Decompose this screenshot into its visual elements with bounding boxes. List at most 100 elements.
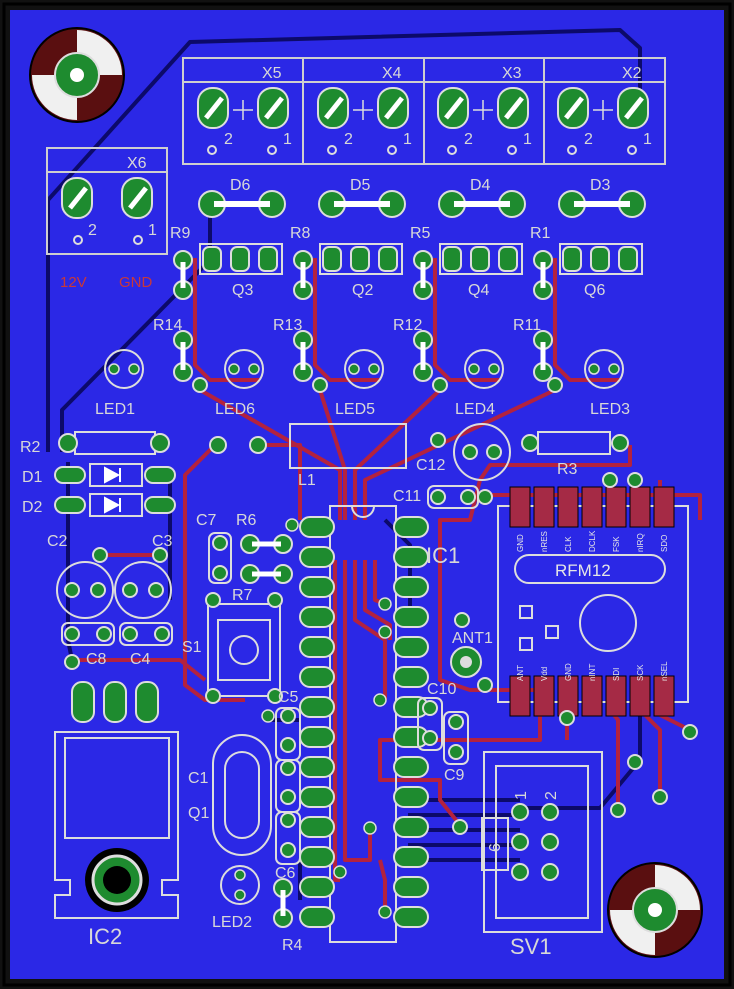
label-c3: C3 <box>152 533 173 550</box>
label-c2: C2 <box>47 533 68 550</box>
label-ic1: IC1 <box>426 543 460 568</box>
label-sv1: SV1 <box>510 934 552 959</box>
sv1-pin2: 2 <box>543 791 560 800</box>
mounting-hole-top-left <box>29 27 125 123</box>
connector-block-x <box>182 57 666 165</box>
rfm12-name: RFM12 <box>555 561 611 580</box>
connector-x6 <box>46 147 168 255</box>
label-c10: C10 <box>427 681 456 698</box>
terminal-screws-x6 <box>68 186 148 210</box>
connector-label-x6: X6 <box>127 155 147 172</box>
label-d3: D3 <box>590 177 611 194</box>
connector-label-x4: X4 <box>382 65 402 82</box>
label-r11: R11 <box>513 317 541 334</box>
rfm-bottom-pin-5: SCK <box>636 664 645 681</box>
label-r6: R6 <box>236 512 257 529</box>
rfm12-top-pin-labels: GND nRES CLK DCLK FSK nIRQ SDO <box>516 530 669 552</box>
label-r2: R2 <box>20 439 41 456</box>
x6-pin2: 2 <box>88 222 97 239</box>
rfm-top-pin-2: CLK <box>564 536 573 552</box>
label-r12: R12 <box>393 317 422 334</box>
c2-c3-outlines <box>56 561 172 619</box>
rfm-top-pin-6: SDO <box>660 535 669 552</box>
label-gnd: GND <box>119 274 153 291</box>
c12-outline <box>453 423 511 481</box>
x4-pin2: 2 <box>344 131 353 148</box>
label-c9: C9 <box>444 767 465 784</box>
label-d2: D2 <box>22 499 43 516</box>
sv1-pads <box>511 803 559 881</box>
mounting-hole-bottom-right <box>607 862 703 958</box>
junction-pads-led-row <box>192 377 563 393</box>
label-c11: C11 <box>393 488 421 505</box>
label-r3: R3 <box>557 461 578 478</box>
ic1-pads-left <box>299 516 335 928</box>
connector-label-x2: X2 <box>622 65 642 82</box>
label-led2: LED2 <box>212 914 252 931</box>
c5-c6-pads <box>280 708 296 858</box>
label-q4: Q4 <box>468 282 489 299</box>
resistor-bodies-mid <box>180 342 546 370</box>
rfm-top-pin-1: nRES <box>540 531 549 552</box>
rfm-bottom-pin-2: GND <box>564 663 573 681</box>
rfm-bottom-pin-4: SDI <box>612 668 621 681</box>
label-c8: C8 <box>86 651 107 668</box>
label-led4: LED4 <box>455 401 495 418</box>
x2-pin1: 1 <box>643 131 652 148</box>
label-q1: Q1 <box>188 805 209 822</box>
ant1-pad <box>450 646 482 678</box>
rfm12-top-pads <box>509 486 675 528</box>
rfm12-bottom-pin-labels: ANT Vdd GND nINT SDI SCK nSEL <box>516 661 669 681</box>
sv1-pin6: 6 <box>487 843 504 852</box>
x6-pin1: 1 <box>148 222 157 239</box>
x5-pin2: 2 <box>224 131 233 148</box>
rfm-bottom-pin-0: ANT <box>516 665 525 681</box>
transistor-pads <box>202 246 638 272</box>
r6-r7-bodies <box>252 541 281 577</box>
x3-pin2: 2 <box>464 131 473 148</box>
connector-label-x5: X5 <box>262 65 282 82</box>
l1-body <box>289 423 407 469</box>
sv1-body <box>481 751 603 933</box>
ic2-pads <box>71 681 159 723</box>
x3-pin1: 1 <box>523 131 532 148</box>
r3-pads <box>521 434 629 452</box>
rfm-top-pin-0: GND <box>516 534 525 552</box>
x5-pin1: 1 <box>283 131 292 148</box>
c8-c4-pads <box>64 626 170 670</box>
label-d1: D1 <box>22 469 43 486</box>
label-r8: R8 <box>290 225 311 242</box>
label-led6: LED6 <box>215 401 255 418</box>
label-q2: Q2 <box>352 282 373 299</box>
transistor-bodies <box>199 243 643 275</box>
c7-pads <box>212 535 228 581</box>
d1-d2-pads <box>54 466 176 514</box>
rfm-bottom-pin-6: nSEL <box>660 661 669 681</box>
label-l1: L1 <box>298 472 316 489</box>
diode-pads-top <box>198 190 646 218</box>
s1-pads <box>205 592 283 704</box>
label-led1: LED1 <box>95 401 135 418</box>
rfm-top-pin-5: nIRQ <box>636 533 645 552</box>
rfm12-vias <box>452 472 698 835</box>
c10-c9-bodies <box>417 697 469 765</box>
label-r4: R4 <box>282 937 303 954</box>
c7-body <box>208 532 232 584</box>
c8-c4-bodies <box>61 622 173 646</box>
terminal-test-holes-x <box>207 145 637 155</box>
terminal-crosses-x <box>233 100 613 120</box>
label-r14: R14 <box>153 317 182 334</box>
rfm-top-pin-3: DCLK <box>588 530 597 552</box>
led-pads <box>108 363 620 901</box>
label-led5: LED5 <box>335 401 375 418</box>
label-led3: LED3 <box>590 401 630 418</box>
label-c1: C1 <box>188 770 209 787</box>
label-c6: C6 <box>275 865 296 882</box>
label-d4: D4 <box>470 177 491 194</box>
ic2-body <box>54 731 179 919</box>
s1-body <box>207 603 281 697</box>
label-c4: C4 <box>130 651 151 668</box>
label-c12: C12 <box>416 457 445 474</box>
resistor-bodies-upper <box>180 262 546 288</box>
c10-c9-pads <box>422 700 464 760</box>
